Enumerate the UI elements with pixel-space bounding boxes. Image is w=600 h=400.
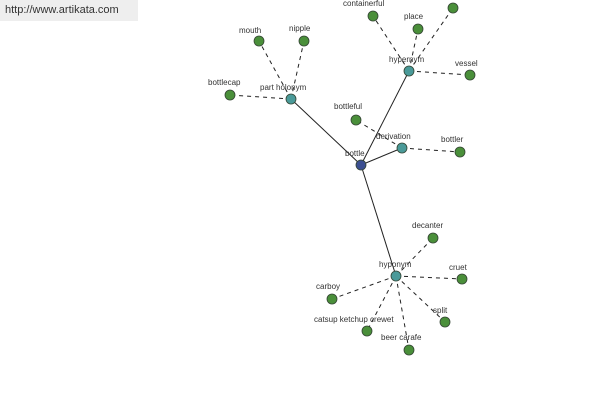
leaf-label-decanter: decanter [412,221,443,230]
leaf-edge-bottleful [355,119,403,149]
leaf-label-vessel: vessel [455,59,478,68]
leaf-label-bottler: bottler [441,135,464,144]
relation-label-hyponym: hyponym [379,260,412,269]
relation-node-part-holonym[interactable] [285,93,297,105]
leaf-edge-bottler [401,147,461,153]
leaf-node-bottlecap[interactable] [224,89,236,101]
leaf-node-decanter[interactable] [427,232,439,244]
leaf-node-catsup-ketchup-crewet[interactable] [361,325,373,337]
leaf-edge-bottlecap [229,94,292,100]
leaf-node-place[interactable] [412,23,424,35]
leaf-edges [229,7,471,351]
leaf-edge-vessel [408,70,471,76]
relation-label-part-holonym: part holonym [260,83,307,92]
relation-edge-derivation [360,147,403,166]
leaf-node-vessel[interactable] [464,69,476,81]
leaf-node-bottleful[interactable] [350,114,362,126]
relation-edges [290,70,410,277]
leaf-label-mouth: mouth [239,26,261,35]
leaf-label-cruet: cruet [449,263,468,272]
leaf-label-split: split [433,306,448,315]
center-node-bottle[interactable] [355,159,367,171]
leaf-node-mouth[interactable] [253,35,265,47]
leaf-label-catsup-ketchup-crewet: catsup ketchup crewet [314,315,394,324]
leaf-label-containerful: containerful [343,0,385,8]
leaf-edge-split [395,275,446,323]
leaf-edge-cruet [395,275,463,280]
relation-label-hypernym: hypernym [389,55,424,64]
relation-edge-part-holonym [290,98,362,166]
leaf-node-carboy[interactable] [326,293,338,305]
relation-edge-hyponym [360,164,397,277]
leaf-node-containerful[interactable] [367,10,379,22]
leaf-label-bottlecap: bottlecap [208,78,241,87]
leaf-node-nipple[interactable] [298,35,310,47]
leaf-node-leaf-2[interactable] [447,2,459,14]
leaf-node-beer-carafe[interactable] [403,344,415,356]
leaf-label-nipple: nipple [289,24,311,33]
leaf-node-bottler[interactable] [454,146,466,158]
center-node-label: bottle [345,149,365,158]
leaf-edge-leaf-2 [408,7,454,72]
leaf-edge-containerful [372,15,410,72]
leaf-node-split[interactable] [439,316,451,328]
leaf-label-bottleful: bottleful [334,102,362,111]
leaf-edge-carboy [331,275,397,300]
leaf-label-beer-carafe: beer carafe [381,333,422,342]
watermark-url[interactable]: http://www.artikata.com [0,0,138,21]
relation-node-derivation[interactable] [396,142,408,154]
leaf-label-place: place [404,12,424,21]
leaf-edge-place [408,28,419,72]
leaf-edge-decanter [395,237,434,277]
relation-node-hypernym[interactable] [403,65,415,77]
relation-node-hyponym[interactable] [390,270,402,282]
leaf-edge-catsup-ketchup-crewet [366,275,397,332]
leaf-edge-nipple [290,40,305,100]
leaf-label-carboy: carboy [316,282,340,291]
relation-label-derivation: derivation [376,132,411,141]
leaf-node-cruet[interactable] [456,273,468,285]
graph-labels: bottle hypernym part holonym derivation hypo… [208,0,478,342]
graph-nodes [224,2,476,356]
relation-edge-hypernym [360,70,410,166]
leaf-edge-mouth [258,40,292,100]
